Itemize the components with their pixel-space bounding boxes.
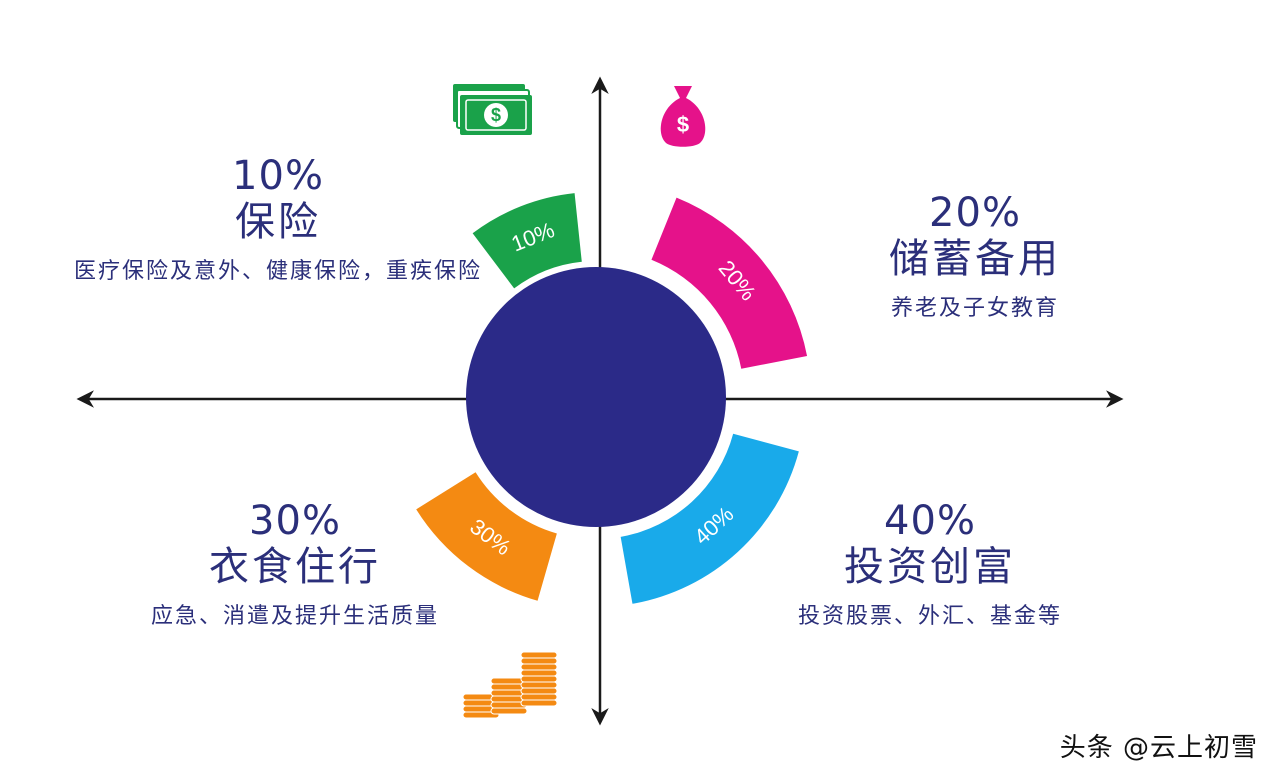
coin [520, 657, 558, 665]
segment-insurance [472, 193, 582, 289]
invest-percent: 40% [884, 498, 976, 544]
quadrant-insurance: 10% 保险 医疗保险及意外、健康保险，重疾保险 [18, 153, 538, 284]
svg-text:$: $ [677, 112, 689, 137]
coin [520, 699, 558, 707]
segment-invest [620, 433, 799, 604]
coins-icon [462, 651, 558, 719]
banknotes-icon: $ [453, 84, 532, 135]
quadrant-savings: 20% 储蓄备用 养老及子女教育 [820, 190, 1130, 321]
segment-savings [651, 197, 808, 369]
coin [520, 663, 558, 671]
money-bag-icon: $ [660, 86, 706, 147]
living-percent: 30% [249, 498, 341, 544]
coin [520, 681, 558, 689]
coin [520, 669, 558, 677]
savings-percent: 20% [929, 190, 1021, 236]
quadrant-invest: 40% 投资创富 投资股票、外汇、基金等 [740, 498, 1120, 629]
savings-desc: 养老及子女教育 [890, 296, 1059, 321]
coin [520, 693, 558, 701]
segment-living [416, 472, 557, 601]
savings-title: 储蓄备用 [889, 236, 1061, 282]
insurance-desc: 医疗保险及意外、健康保险，重疾保险 [73, 259, 482, 284]
living-title: 衣食住行 [209, 544, 381, 590]
watermark: 头条 @云上初雪 [1059, 733, 1258, 763]
invest-desc: 投资股票、外汇、基金等 [797, 604, 1062, 629]
coin [490, 707, 528, 715]
svg-text:$: $ [491, 105, 501, 125]
coin [520, 651, 558, 659]
invest-title: 投资创富 [844, 544, 1016, 590]
insurance-percent: 10% [232, 153, 324, 199]
quadrant-living: 30% 衣食住行 应急、消遣及提升生活质量 [90, 498, 500, 629]
living-desc: 应急、消遣及提升生活质量 [150, 604, 439, 629]
insurance-title: 保险 [235, 199, 321, 245]
center-circle [466, 267, 726, 527]
coin [520, 687, 558, 695]
coin [520, 675, 558, 683]
